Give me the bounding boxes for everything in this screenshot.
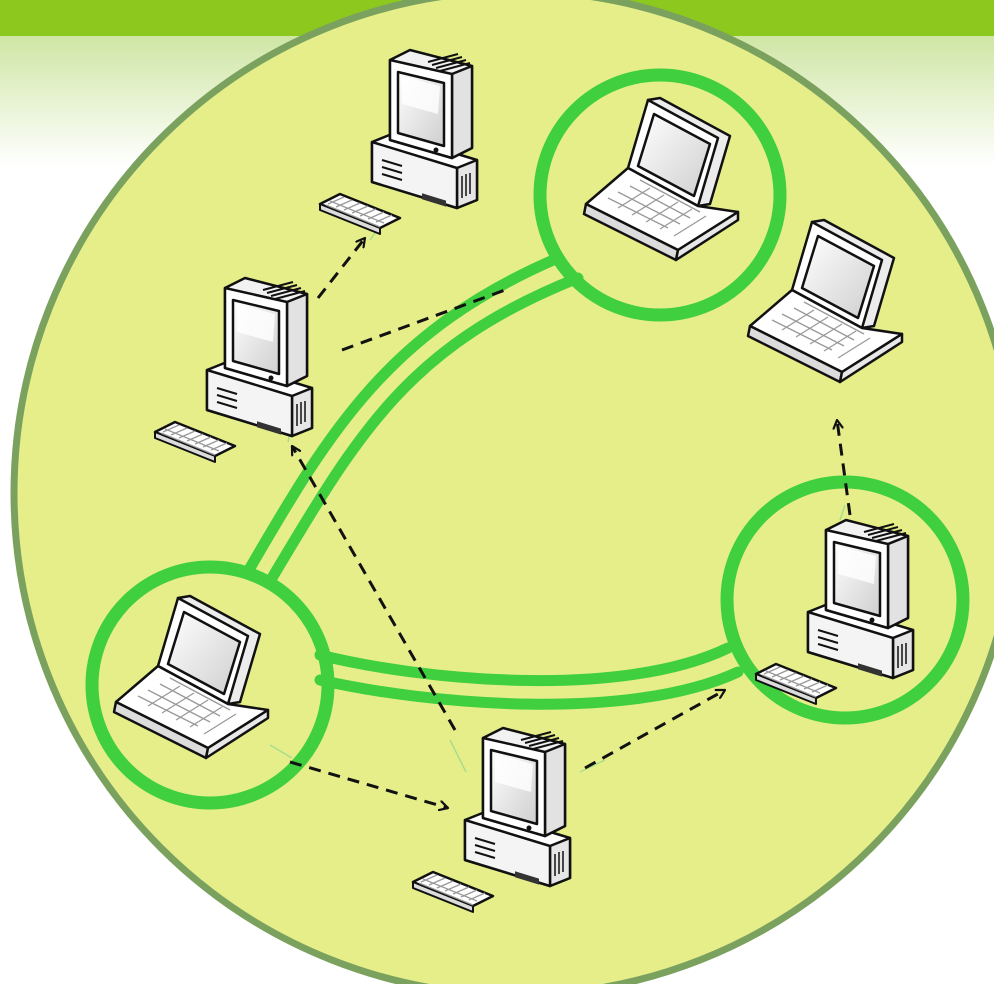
arrow-desktop-bottom-to-desktop-left <box>290 446 457 731</box>
arrow-desktop-left-to-laptop-top <box>341 288 506 352</box>
direct-link-left-to-right <box>314 642 744 710</box>
network-boundary-circle <box>10 0 994 984</box>
arrows <box>289 238 852 808</box>
direct-link-left-to-top <box>244 252 584 584</box>
arrow-desktop-left-to-desktop-top <box>316 238 367 299</box>
highlight-ring-desktop-right <box>720 475 970 725</box>
highlight-ring-laptop-top <box>533 68 787 322</box>
arrow-desktop-right-to-laptop-right <box>837 420 852 516</box>
arrow-laptop-left-to-desktop-bottom <box>289 760 448 808</box>
arrow-desktop-bottom-to-desktop-right <box>584 688 725 770</box>
